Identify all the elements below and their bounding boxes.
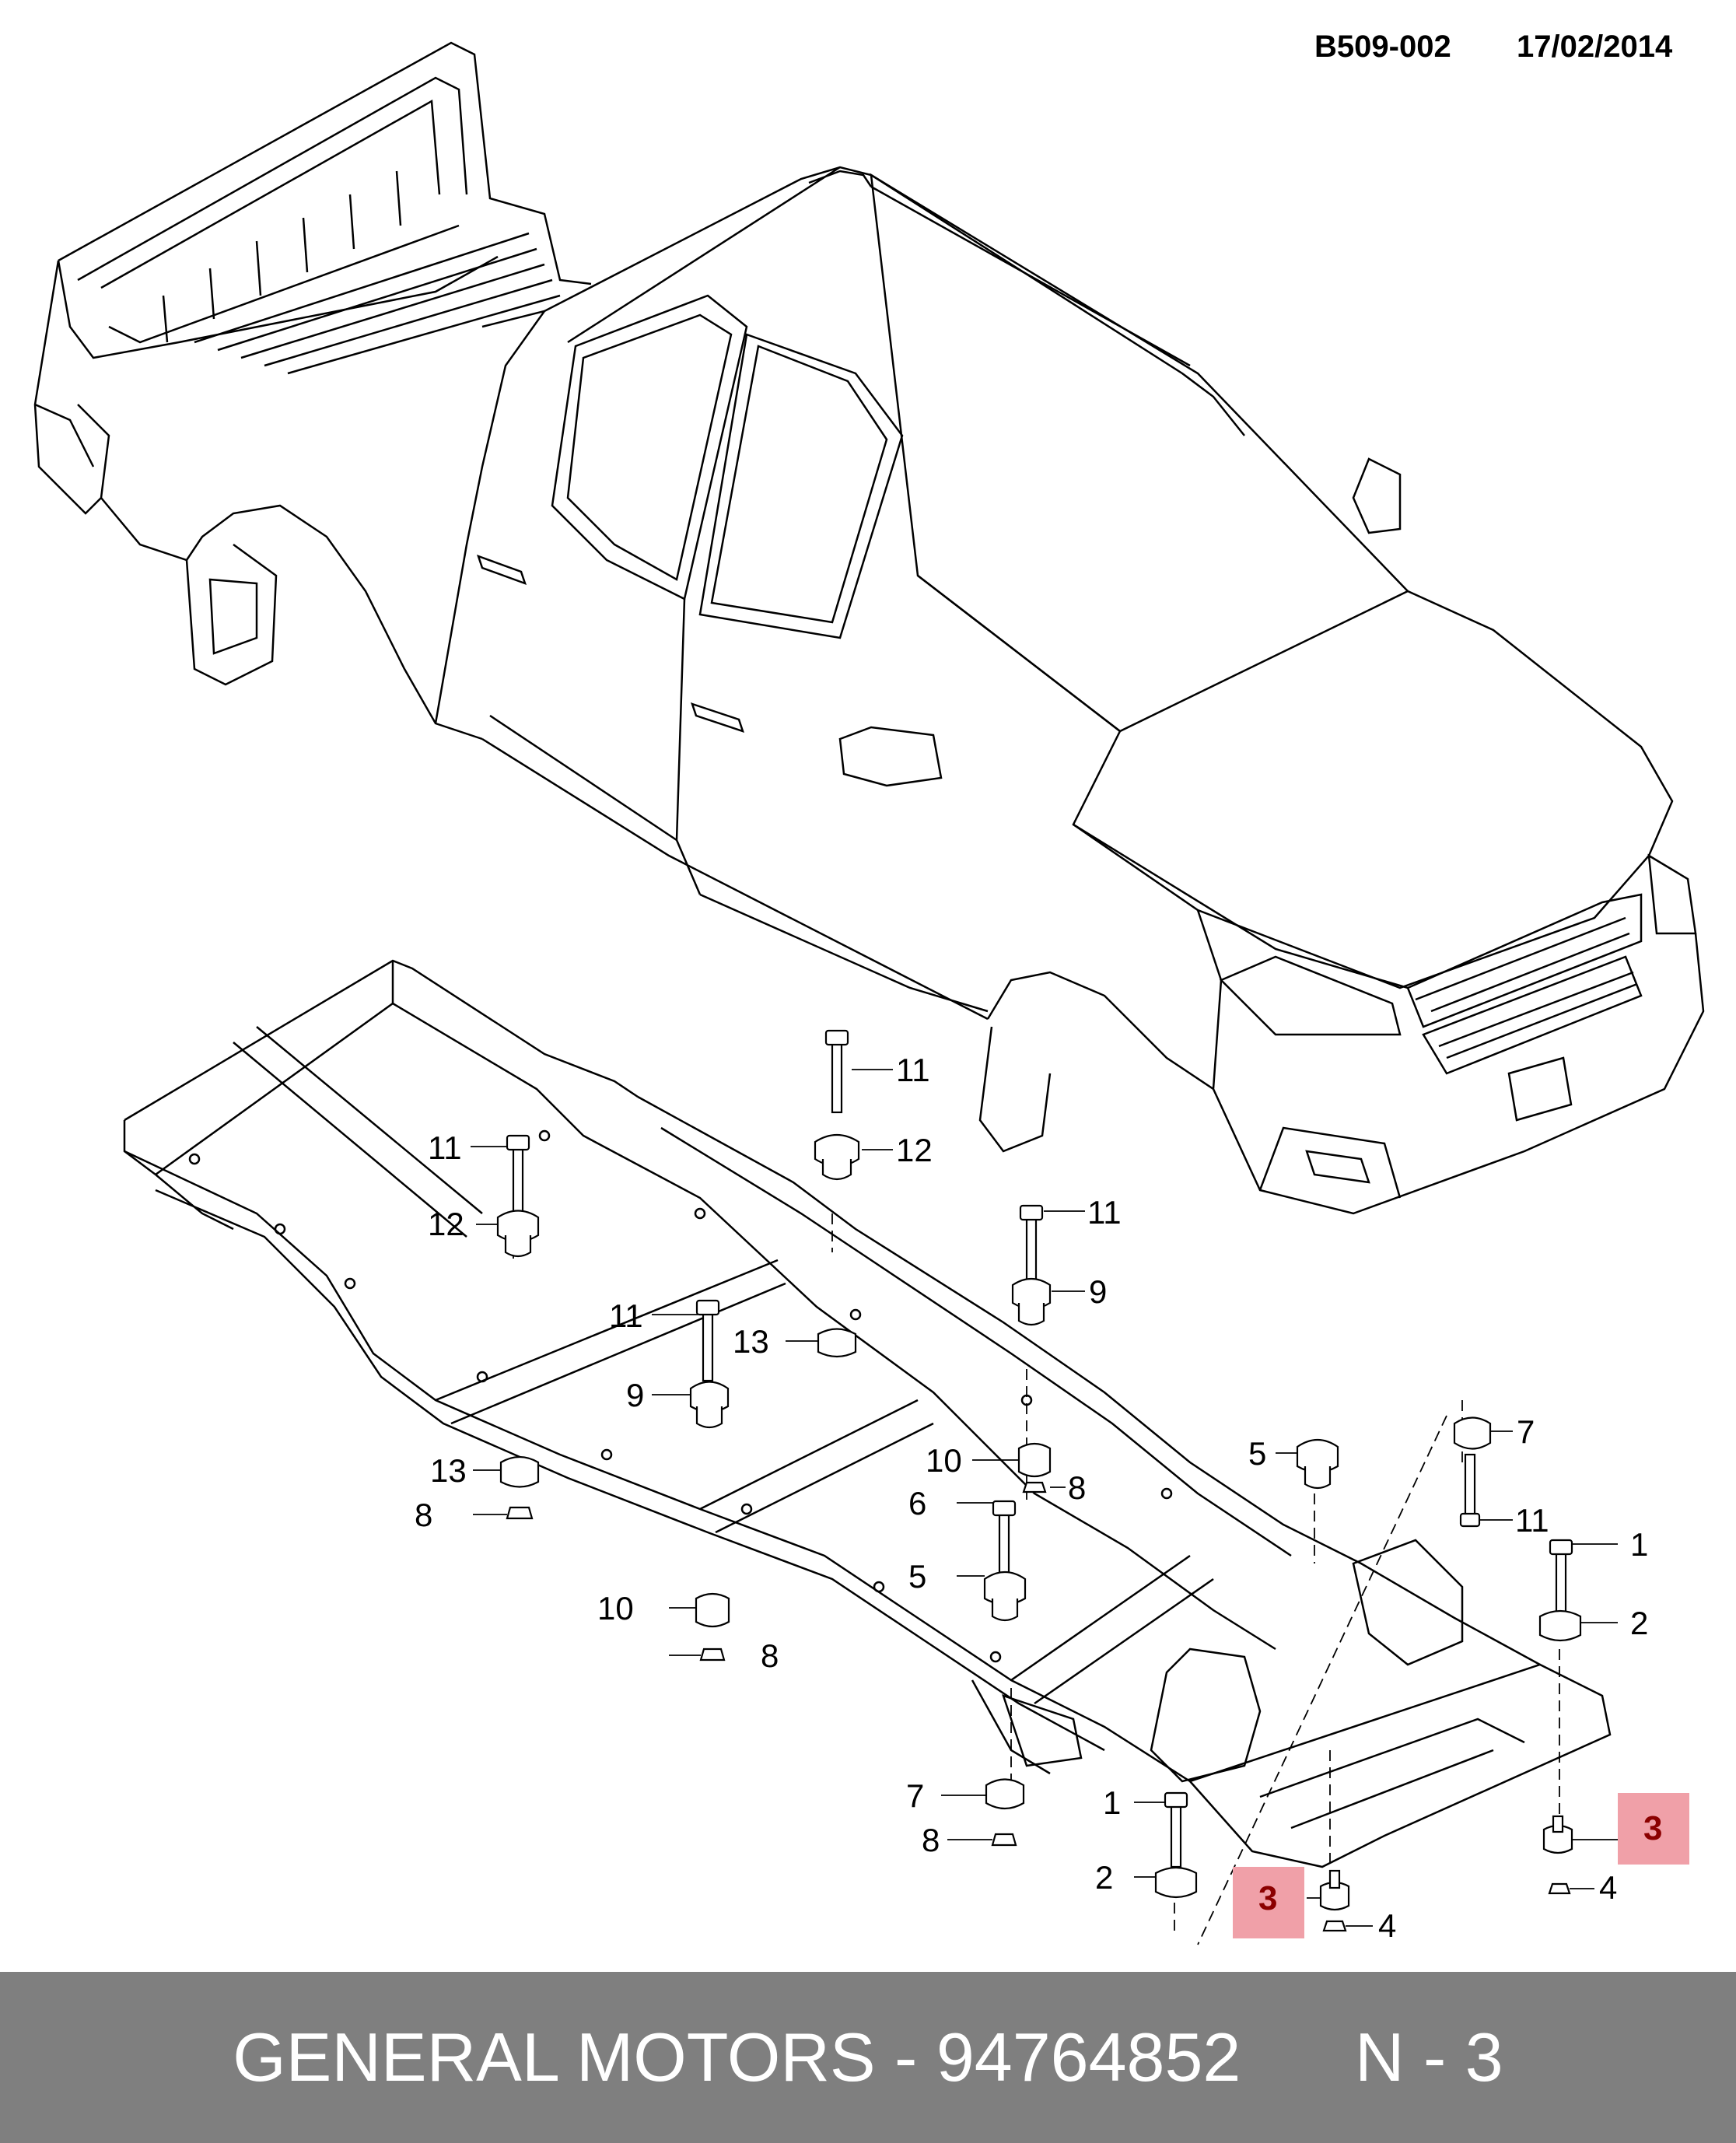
bolt-part (824, 1029, 849, 1114)
spacer (1241, 2018, 1355, 2097)
mount-parts (496, 1029, 1582, 1932)
callout-number: 4 (1378, 1907, 1396, 1944)
callout-number: 9 (1089, 1273, 1107, 1310)
part-info-footer: GENERAL MOTORS - 94764852 N - 3 (0, 1972, 1736, 2143)
callout-number: 4 (1599, 1869, 1617, 1906)
diagram-date: 17/02/2014 (1517, 30, 1673, 64)
callout-number: 2 (1630, 1605, 1648, 1641)
manufacturer-name: GENERAL MOTORS (233, 2019, 876, 2096)
highlighted-callout-number: 3 (1258, 1879, 1277, 1917)
callout-number: 8 (922, 1822, 940, 1858)
callout-number: 5 (908, 1558, 926, 1595)
diagram-code: B509-002 (1314, 30, 1451, 64)
callout-number: 8 (415, 1497, 432, 1533)
callout-number: 7 (906, 1777, 924, 1814)
callout-number: 11 (1087, 1194, 1122, 1231)
callout-number: 1 (1630, 1526, 1648, 1563)
callout-number: 6 (908, 1485, 926, 1521)
bushing-part (814, 1133, 860, 1181)
callout-number: 8 (761, 1637, 779, 1674)
pickup-truck-body (33, 41, 1705, 1215)
highlight-box (1618, 1793, 1689, 1865)
callout-number: 7 (1517, 1413, 1535, 1450)
leader-lines (471, 1069, 1618, 1927)
parts-diagram: 11 12 11 12 11 9 11 13 9 13 8 10 8 5 7 1… (33, 41, 1705, 1945)
highlight-box (1233, 1867, 1304, 1938)
callout-number: 8 (1068, 1469, 1086, 1506)
callout-number: 11 (896, 1052, 930, 1088)
callout-number: 11 (1515, 1502, 1549, 1539)
callout-number: 9 (626, 1377, 644, 1413)
position-label: N - 3 (1355, 2019, 1503, 2096)
callout-number: 12 (896, 1132, 933, 1168)
callout-number: 12 (428, 1206, 464, 1242)
chassis-frame (123, 959, 1612, 1868)
callout-number: 5 (1248, 1435, 1266, 1472)
highlighted-callout-number: 3 (1643, 1809, 1662, 1847)
part-number: 94764852 (936, 2019, 1241, 2096)
callout-number: 13 (733, 1323, 769, 1360)
callout-number: 10 (597, 1590, 634, 1627)
callout-number: 1 (1103, 1784, 1121, 1821)
callout-number: 13 (430, 1452, 467, 1489)
callout-number: 10 (926, 1442, 962, 1479)
callout-number: 11 (609, 1297, 643, 1334)
callout-number: 2 (1095, 1859, 1113, 1896)
separator: - (875, 2019, 936, 2096)
callout-labels: 11 12 11 12 11 9 11 13 9 13 8 10 8 5 7 1… (415, 1052, 1662, 1944)
callout-number: 11 (428, 1129, 462, 1166)
